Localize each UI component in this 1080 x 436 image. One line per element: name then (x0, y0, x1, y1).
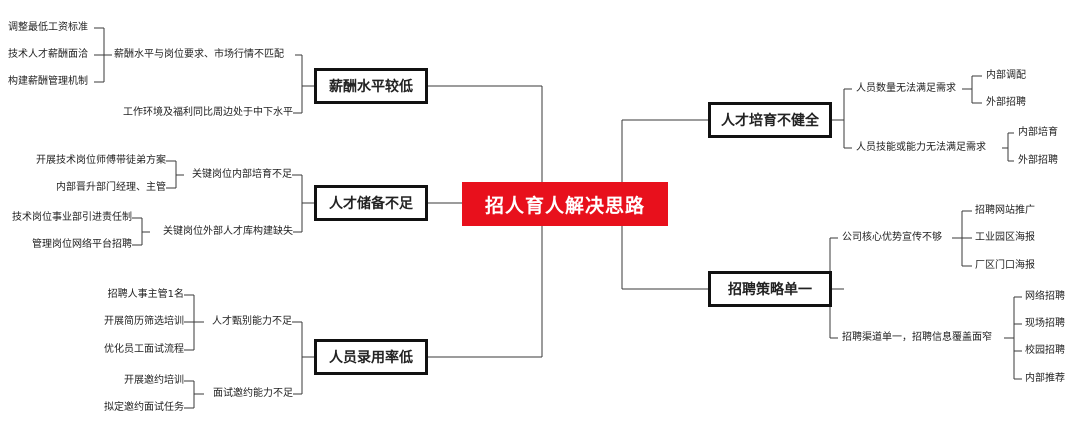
action-tech-salary: 技术人才薪酬面洽 (8, 49, 88, 60)
topic-talent-development: 人才培育不健全 (708, 102, 832, 138)
action-park-poster: 工业园区海报 (975, 232, 1035, 243)
action-promotion: 内部晋升部门经理、主管 (56, 182, 166, 193)
topic-low-salary: 薪酬水平较低 (314, 68, 428, 104)
action-external-hire-2: 外部招聘 (1018, 155, 1058, 166)
center-topic: 招人育人解决思路 (462, 182, 668, 226)
cause-env-benefits: 工作环境及福利同比周边处于中下水平 (123, 107, 293, 118)
action-division-recruit: 技术岗位事业部引进责任制 (12, 212, 132, 223)
cause-invitation-ability: 面试邀约能力不足 (213, 388, 293, 399)
cause-salary-mismatch: 薪酬水平与岗位要求、市场行情不匹配 (114, 49, 284, 60)
action-salary-system: 构建薪酬管理机制 (8, 76, 88, 87)
action-internal-transfer: 内部调配 (986, 70, 1026, 81)
action-mentorship: 开展技术岗位师傅带徒弟方案 (36, 155, 166, 166)
topic-single-strategy: 招聘策略单一 (708, 271, 832, 307)
action-min-wage: 调整最低工资标准 (8, 22, 88, 33)
action-internal-development: 内部培育 (1018, 127, 1058, 138)
action-external-hire-1: 外部招聘 (986, 97, 1026, 108)
action-job-site: 招聘网站推广 (975, 205, 1035, 216)
cause-external-pool: 关键岗位外部人才库构建缺失 (163, 226, 293, 237)
cause-single-channel: 招聘渠道单一，招聘信息覆盖面窄 (842, 332, 992, 343)
action-campus-recruit: 校园招聘 (1025, 345, 1065, 356)
action-interview-process: 优化员工面试流程 (104, 344, 184, 355)
cause-weak-promotion: 公司核心优势宣传不够 (842, 232, 942, 243)
topic-low-hiring-rate: 人员录用率低 (314, 339, 428, 375)
action-invite-tasks: 拟定邀约面试任务 (104, 402, 184, 413)
action-hr-supervisor: 招聘人事主管1名 (107, 289, 184, 300)
action-invite-training: 开展邀约培训 (124, 375, 184, 386)
cause-headcount: 人员数量无法满足需求 (856, 83, 956, 94)
cause-screening-ability: 人才甄别能力不足 (212, 316, 292, 327)
action-gate-poster: 厂区门口海报 (975, 260, 1035, 271)
topic-talent-reserve: 人才储备不足 (314, 185, 428, 221)
action-referral: 内部推荐 (1025, 373, 1065, 384)
action-resume-training: 开展简历筛选培训 (104, 316, 184, 327)
cause-internal-training: 关键岗位内部培育不足 (192, 169, 292, 180)
cause-skills: 人员技能或能力无法满足需求 (856, 142, 986, 153)
action-online-platform: 管理岗位网络平台招聘 (32, 239, 132, 250)
action-onsite-recruit: 现场招聘 (1025, 318, 1065, 329)
action-online-recruit: 网络招聘 (1025, 291, 1065, 302)
